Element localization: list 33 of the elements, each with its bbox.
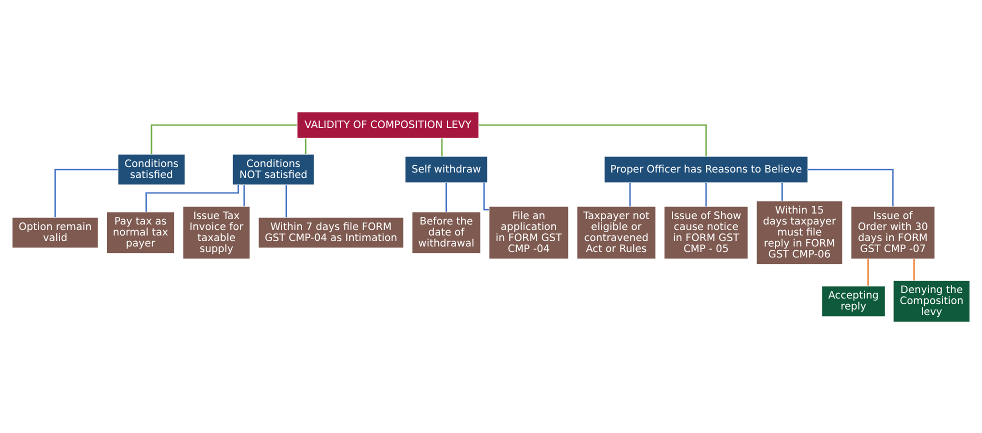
node-box: Before the date of withdrawal <box>412 211 481 254</box>
connector <box>54 168 118 217</box>
node-box: Self withdraw <box>404 156 488 183</box>
node-box: Conditions NOT satisfied <box>232 153 315 185</box>
connector <box>243 184 245 206</box>
node-box: Accepting reply <box>821 285 886 316</box>
connector <box>446 182 448 212</box>
node-box: Issue of Show cause notice in FORM GST CMP - 05 <box>664 206 748 259</box>
node-box: Within 7 days file FORM GST CMP-04 as Intimation <box>258 216 404 248</box>
node-box: VALIDITY OF COMPOSITION LEVY <box>296 111 480 138</box>
connector <box>781 182 783 200</box>
connector <box>808 168 894 206</box>
connector <box>913 258 915 280</box>
connector <box>441 138 443 156</box>
connector <box>304 138 306 154</box>
node-box: Within 15 days taxpayer must file reply in FORM GST CMP-06 <box>756 200 843 264</box>
node-box: Proper Officer has Reasons to Believe <box>604 156 808 183</box>
node-box: Conditions satisfied <box>118 153 186 185</box>
node-box: Option remain valid <box>12 216 99 248</box>
connector <box>150 124 297 154</box>
node-box: File an application in FORM GST CMP -04 <box>488 206 569 259</box>
connector <box>629 182 631 206</box>
node-box: Issue Tax Invoice for taxable supply <box>182 206 250 259</box>
node-box: Denying the Composition levy <box>892 280 970 322</box>
connector <box>867 258 869 286</box>
node-box: Pay tax as normal tax payer <box>106 211 175 254</box>
connector <box>286 184 288 217</box>
node-box: Taxpayer not eligible or contravened Act or Rules <box>576 206 656 259</box>
connector <box>705 182 707 206</box>
node-box: Issue of Order with 30 days in FORM GST CMP -07 <box>850 206 936 259</box>
connector <box>145 184 240 212</box>
connector <box>483 182 489 210</box>
connector <box>478 124 707 156</box>
